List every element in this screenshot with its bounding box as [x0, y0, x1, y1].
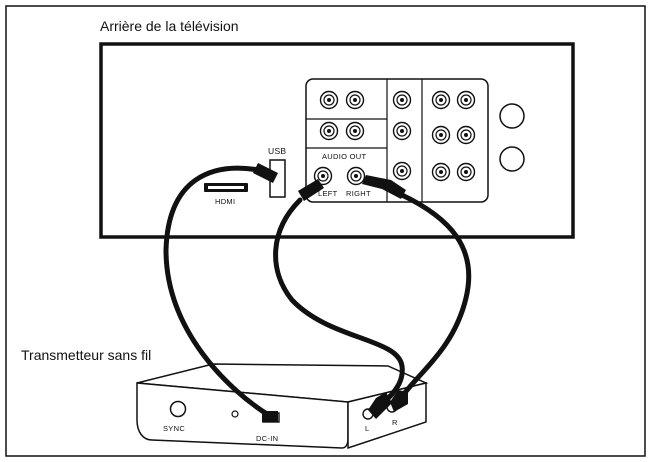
rca-jack-ring — [349, 125, 361, 137]
rca-jack-ring — [460, 94, 472, 106]
rca-jack-ring — [400, 129, 404, 133]
rca-jack — [431, 90, 451, 110]
rca-jack — [456, 162, 476, 182]
rca-jack — [346, 166, 366, 186]
rca-jack-ring — [353, 98, 357, 102]
rca-jack-ring — [439, 98, 443, 102]
rca-jack-ring — [431, 125, 451, 145]
rca-jack — [392, 90, 412, 110]
rca-jack-ring — [354, 174, 358, 178]
dcin-plug — [262, 411, 278, 422]
audio-out-label: AUDIO OUT — [322, 152, 366, 161]
rca-jack-ring — [323, 125, 335, 137]
rca-jack-ring — [346, 166, 366, 186]
sync-button — [169, 400, 187, 418]
rca-jack-ring — [396, 94, 408, 106]
rca-jack-ring — [435, 166, 447, 178]
rca-jack-ring — [439, 133, 443, 137]
rca-jack-ring — [396, 125, 408, 137]
left-rca-plug — [298, 179, 324, 201]
rca-jack-ring — [313, 166, 333, 186]
rca-jack-ring — [392, 121, 412, 141]
antenna-connector — [499, 146, 525, 172]
right-rca-plug-transmitter — [390, 390, 408, 412]
rca-jack-ring — [350, 170, 362, 182]
tv-panel-frame — [99, 42, 575, 239]
rca-jack-ring — [319, 121, 339, 141]
rca-jack-ring — [321, 174, 325, 178]
hdmi-port-inner — [208, 186, 244, 189]
rca-jack-ring — [464, 133, 468, 137]
rca-jack — [392, 121, 412, 141]
left-rca-plug-transmitter — [368, 392, 392, 419]
rca-jack-ring — [460, 166, 472, 178]
rca-jack-ring — [464, 170, 468, 174]
transmitter-title: Transmetteur sans fil — [21, 347, 151, 363]
usb-label: USB — [268, 146, 286, 156]
cables — [163, 163, 472, 422]
rca-jack — [456, 90, 476, 110]
rca-jack — [345, 90, 365, 110]
rca-jack-ring — [319, 90, 339, 110]
rca-jack-ring — [456, 162, 476, 182]
r-label: R — [392, 418, 398, 427]
left-label: LEFT — [318, 189, 338, 198]
rca-jack-ring — [400, 169, 404, 173]
rca-jack-ring — [353, 129, 357, 133]
hdmi-port: HDMI — [204, 183, 248, 206]
rca-jack-ring — [327, 98, 331, 102]
rca-jack-ring — [464, 98, 468, 102]
rca-jack — [392, 161, 412, 181]
rca-jack-ring — [456, 90, 476, 110]
wireless-transmitter: SYNC DC-IN L R — [136, 363, 429, 450]
rca-jack-ring — [317, 170, 329, 182]
av-jack-panel: AUDIO OUT LEFT RIGHT — [305, 78, 489, 203]
usb-plug — [253, 163, 278, 183]
status-led — [231, 410, 239, 418]
jack-panel-outline — [305, 78, 489, 203]
antenna-connector — [499, 103, 525, 129]
rca-jack-ring — [323, 94, 335, 106]
rca-jack-ring — [392, 90, 412, 110]
rca-jack-ring — [345, 90, 365, 110]
rca-jack — [431, 162, 451, 182]
dcin-label: DC-IN — [256, 434, 278, 443]
rca-jack — [456, 125, 476, 145]
rca-jack-ring — [456, 125, 476, 145]
right-audio-cable — [399, 192, 472, 397]
right-label: RIGHT — [346, 189, 371, 198]
rca-jack — [345, 121, 365, 141]
rca-jack — [319, 90, 339, 110]
sync-label: SYNC — [163, 424, 185, 433]
rca-jack-ring — [460, 129, 472, 141]
tv-back-panel: AUDIO OUT LEFT RIGHT HDMI USB — [99, 42, 575, 239]
rca-jack-ring — [431, 90, 451, 110]
rca-jack — [319, 121, 339, 141]
rca-jacks — [313, 90, 476, 186]
rca-jack-ring — [349, 94, 361, 106]
rca-jack-ring — [435, 94, 447, 106]
rca-jack-ring — [392, 161, 412, 181]
l-label: L — [365, 424, 369, 433]
right-rca-plug — [362, 175, 406, 199]
rca-jack-ring — [431, 162, 451, 182]
usb-cable — [163, 165, 273, 419]
rca-jack-ring — [345, 121, 365, 141]
rca-jack-ring — [327, 129, 331, 133]
rca-jack — [431, 125, 451, 145]
hdmi-label: HDMI — [215, 197, 235, 206]
rca-jack-ring — [400, 98, 404, 102]
rca-jack-ring — [396, 165, 408, 177]
rca-jack-ring — [435, 129, 447, 141]
rca-jack — [313, 166, 333, 186]
diagram-border — [5, 5, 646, 457]
tv-back-title: Arrière de la télévision — [100, 18, 239, 34]
left-audio-cable — [273, 197, 405, 407]
rca-jack-ring — [439, 170, 443, 174]
